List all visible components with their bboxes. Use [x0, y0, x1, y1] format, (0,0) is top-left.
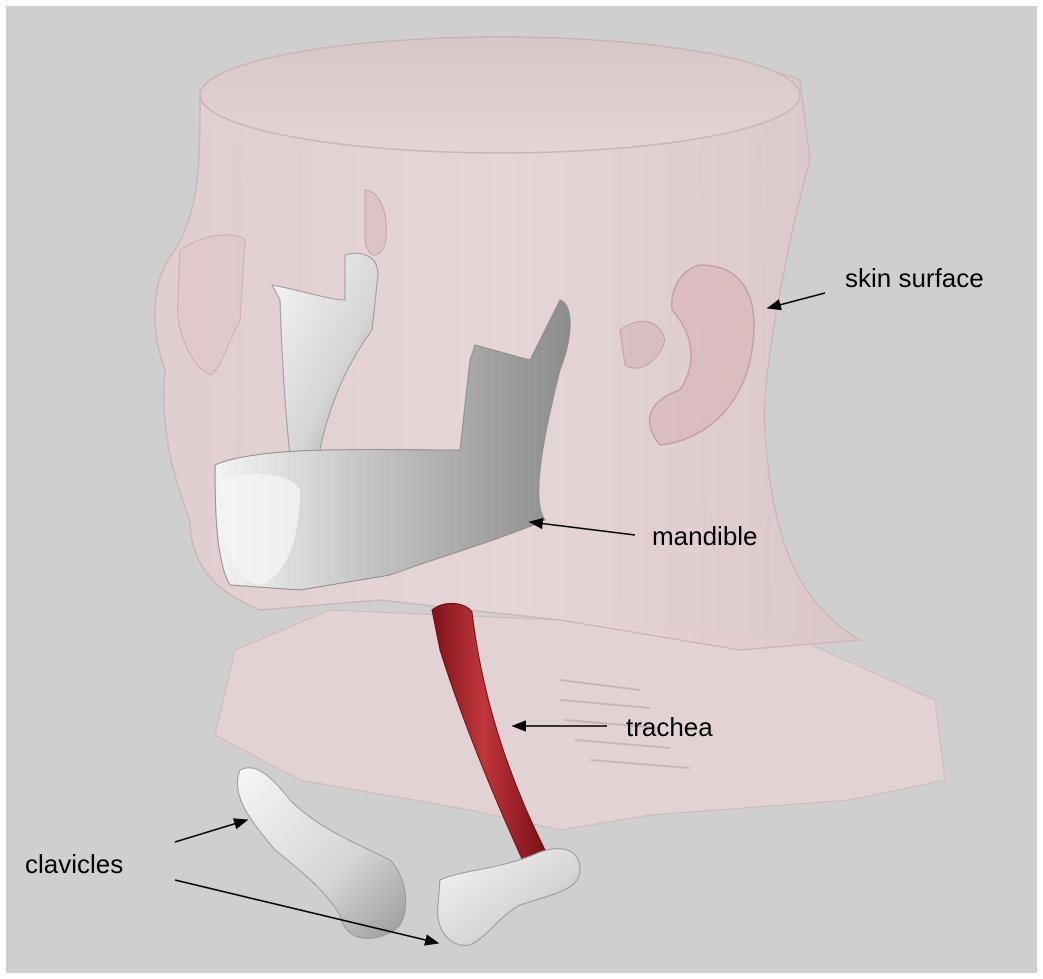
label-clavicles: clavicles [25, 849, 123, 879]
skin-top-cap [200, 37, 800, 153]
label-skin-surface: skin surface [845, 263, 984, 293]
label-trachea: trachea [626, 712, 713, 742]
label-mandible: mandible [652, 521, 758, 551]
